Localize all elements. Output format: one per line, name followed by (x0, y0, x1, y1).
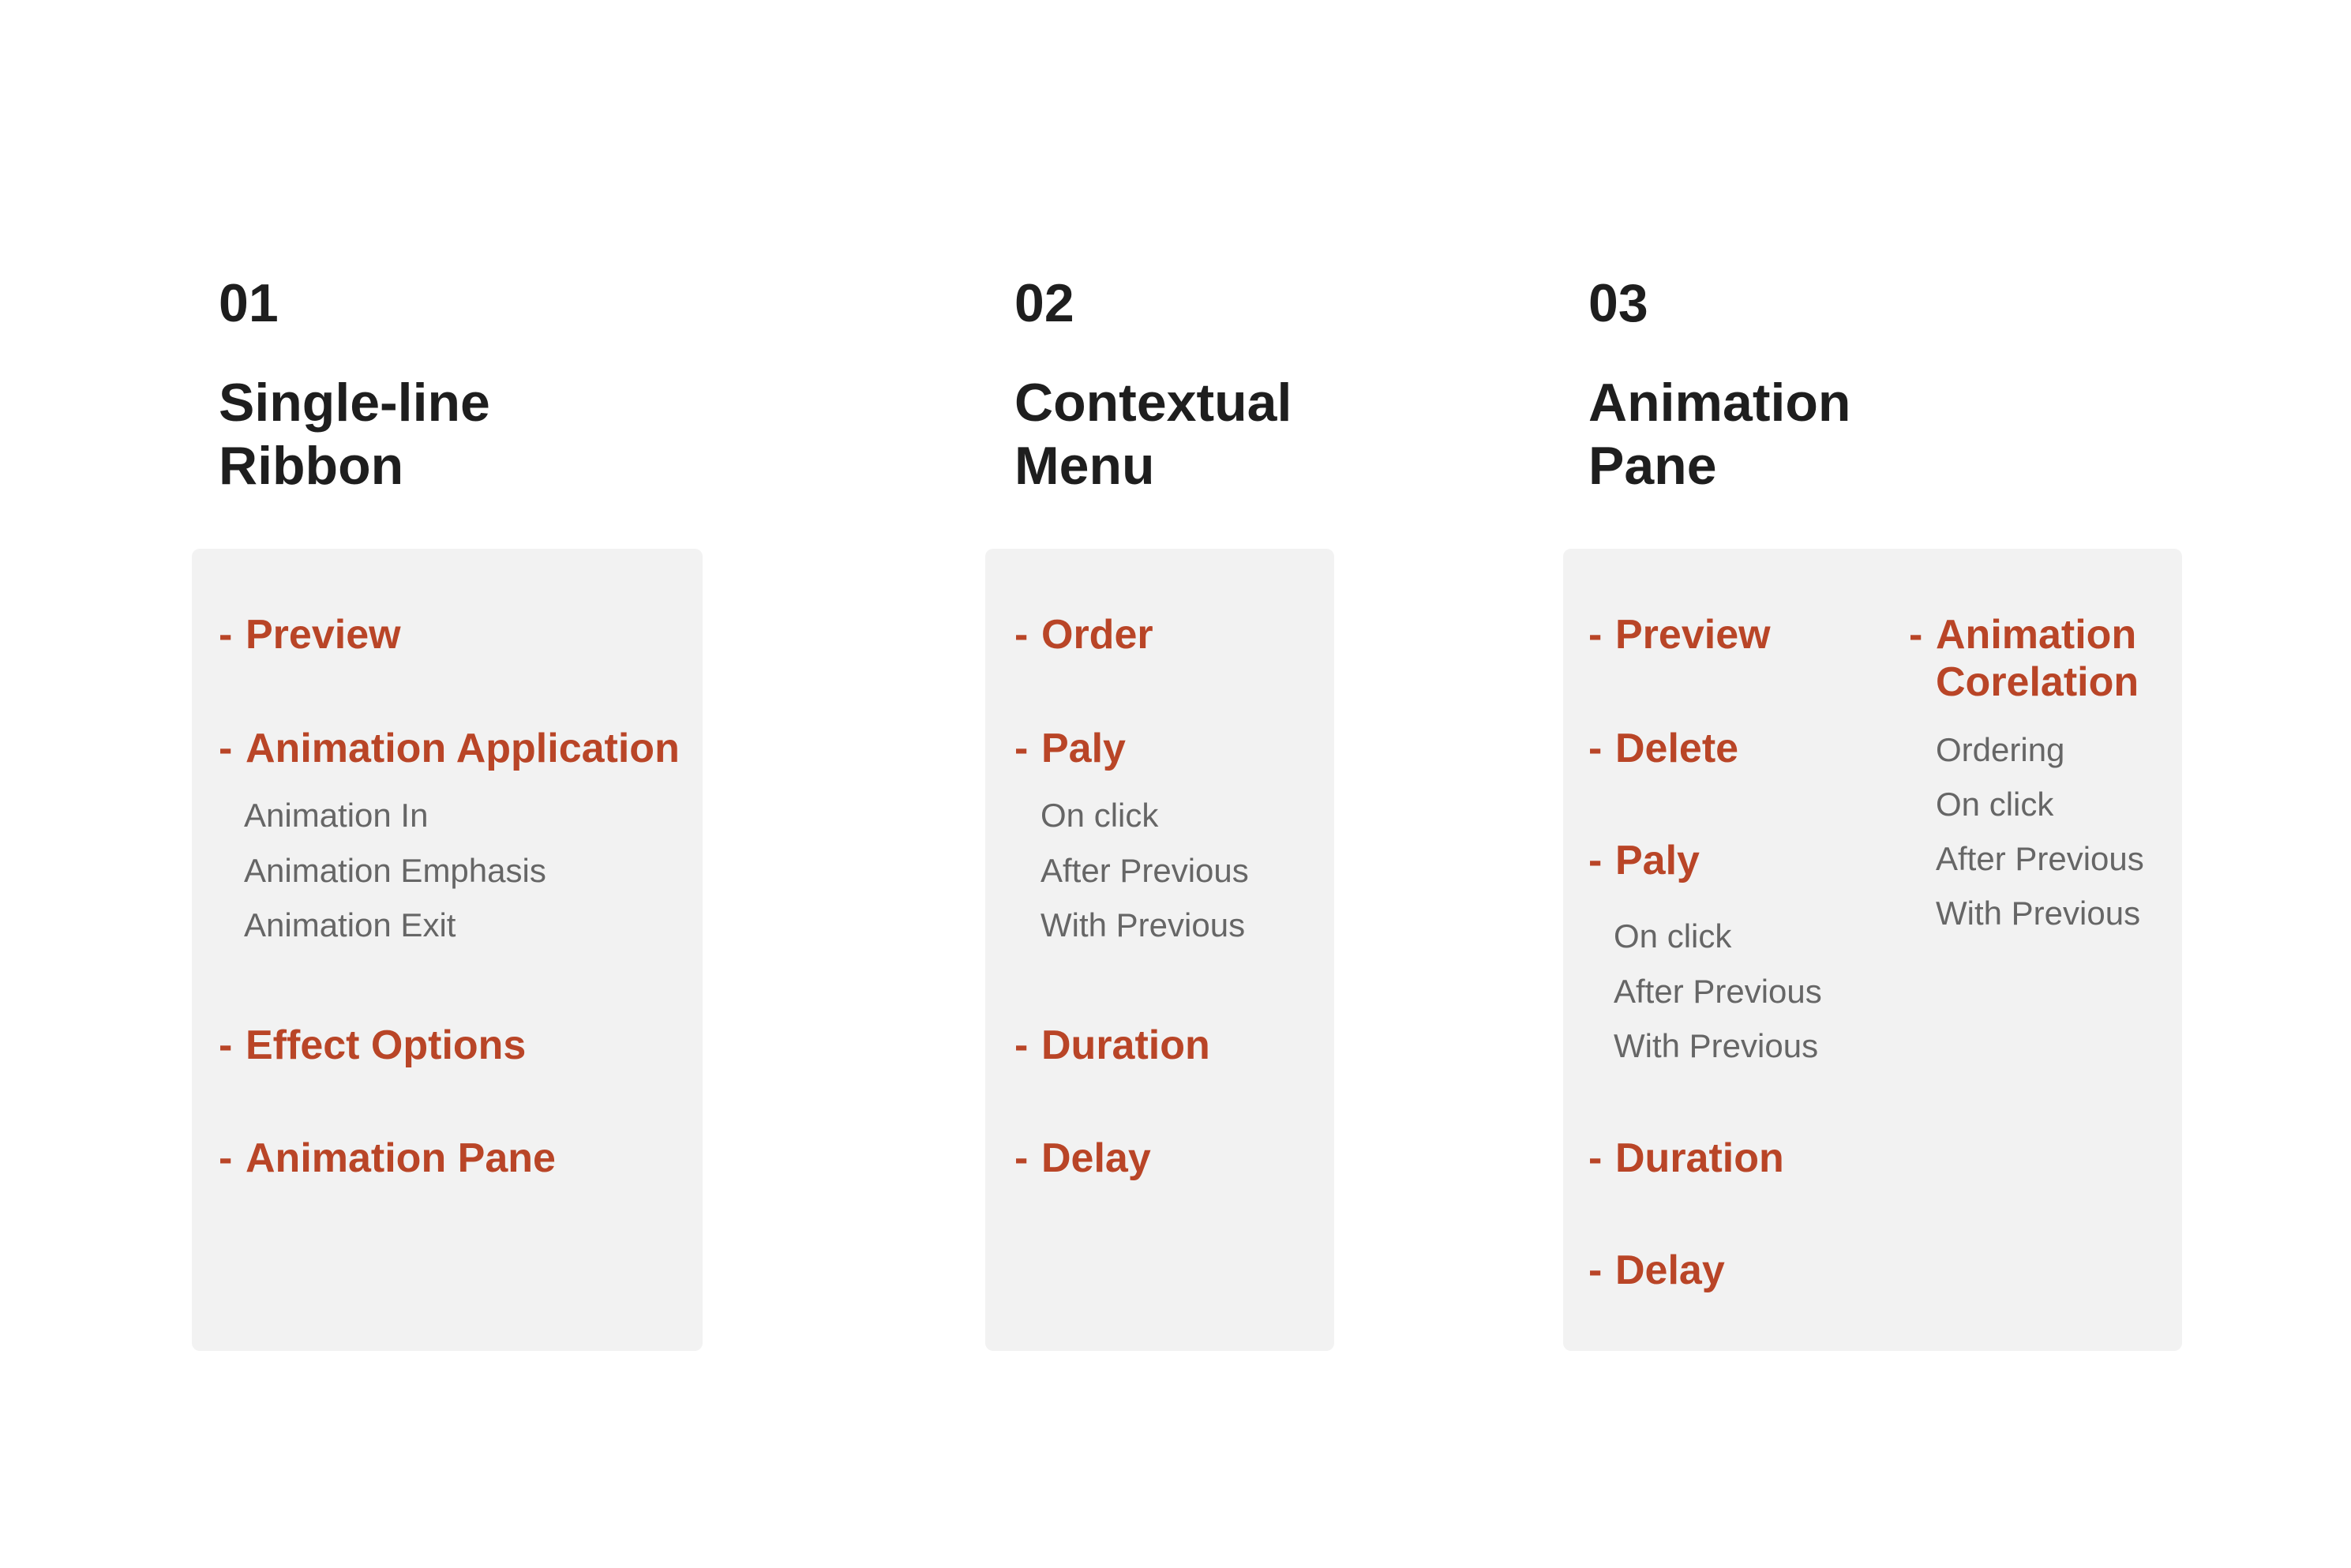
column-title-single-line-ribbon: Single-line Ribbon (219, 371, 490, 497)
dash: - (1014, 1022, 1029, 1068)
item-order: -Order (1014, 611, 1153, 658)
dash: - (219, 1022, 233, 1068)
item-label: Delay (1615, 1247, 1725, 1293)
item-label: Preview (1615, 612, 1771, 658)
card-single-line-ribbon (192, 549, 703, 1351)
subitem-with-previous: With Previous (1041, 906, 1246, 943)
subitem-with-previous: With Previous (1614, 1027, 1819, 1064)
dash: - (219, 726, 233, 771)
dash: - (1588, 1135, 1603, 1181)
subitem-after-previous: After Previous (1041, 852, 1249, 889)
subitem-ordering: Ordering (1936, 731, 2065, 768)
item-label: Paly (1615, 838, 1700, 883)
item-label: Animation Pane (246, 1135, 556, 1181)
item-duration: -Duration (1014, 1022, 1210, 1069)
column-number-02: 02 (1014, 273, 1074, 333)
item-animation-application: -Animation Application (219, 725, 680, 772)
dash: - (1014, 726, 1029, 771)
item-label: Delay (1041, 1135, 1151, 1181)
dash: - (1588, 838, 1603, 883)
item-preview: -Preview (219, 611, 401, 658)
item-label: Paly (1041, 726, 1126, 771)
subitem-animation-exit: Animation Exit (244, 906, 456, 943)
title-line: Single-line (219, 373, 490, 433)
subitem-after-previous: After Previous (1614, 973, 1822, 1010)
label-line: Corelation (1936, 659, 2139, 705)
item-preview: -Preview (1588, 611, 1771, 658)
title-line: Pane (1588, 436, 1717, 496)
item-duration: -Duration (1588, 1135, 1784, 1182)
item-label: Animation Application (246, 726, 680, 771)
item-effect-options: -Effect Options (219, 1022, 526, 1069)
item-label: Duration (1041, 1022, 1210, 1068)
column-title-animation-pane: Animation Pane (1588, 371, 1850, 497)
dash: - (1014, 1135, 1029, 1181)
dash: - (1588, 612, 1603, 658)
subitem-animation-emphasis: Animation Emphasis (244, 852, 546, 889)
column-number-01: 01 (219, 273, 279, 333)
item-label: Delete (1615, 726, 1739, 771)
item-label: Order (1041, 612, 1153, 658)
item-delay: -Delay (1588, 1247, 1725, 1294)
subitem-with-previous: With Previous (1936, 895, 2141, 932)
dash: - (1909, 612, 1923, 658)
label-line: Animation (1936, 612, 2137, 658)
subitem-after-previous: After Previous (1936, 840, 2144, 877)
subitem-animation-in: Animation In (244, 797, 429, 834)
card-animation-pane (1563, 549, 2182, 1351)
column-title-contextual-menu: Contextual Menu (1014, 371, 1292, 497)
dash: - (1588, 726, 1603, 771)
column-number-03: 03 (1588, 273, 1648, 333)
title-line: Ribbon (219, 436, 404, 496)
item-label: Preview (246, 612, 401, 658)
subitem-on-click: On click (1041, 797, 1159, 834)
title-line: Menu (1014, 436, 1155, 496)
dash: - (1014, 612, 1029, 658)
subitem-on-click: On click (1936, 786, 2054, 823)
item-label: Effect Options (246, 1022, 527, 1068)
item-animation-pane: -Animation Pane (219, 1135, 556, 1182)
title-line: Animation (1588, 373, 1851, 433)
card-contextual-menu (985, 549, 1334, 1351)
title-line: Contextual (1014, 373, 1292, 433)
item-delay: -Delay (1014, 1135, 1151, 1182)
item-delete: -Delete (1588, 725, 1738, 772)
dash: - (1588, 1247, 1603, 1293)
subitem-on-click: On click (1614, 917, 1732, 955)
dash: - (219, 1135, 233, 1181)
item-label: Duration (1615, 1135, 1784, 1181)
dash: - (219, 612, 233, 658)
item-paly: -Paly (1588, 837, 1700, 884)
item-paly: -Paly (1014, 725, 1126, 772)
